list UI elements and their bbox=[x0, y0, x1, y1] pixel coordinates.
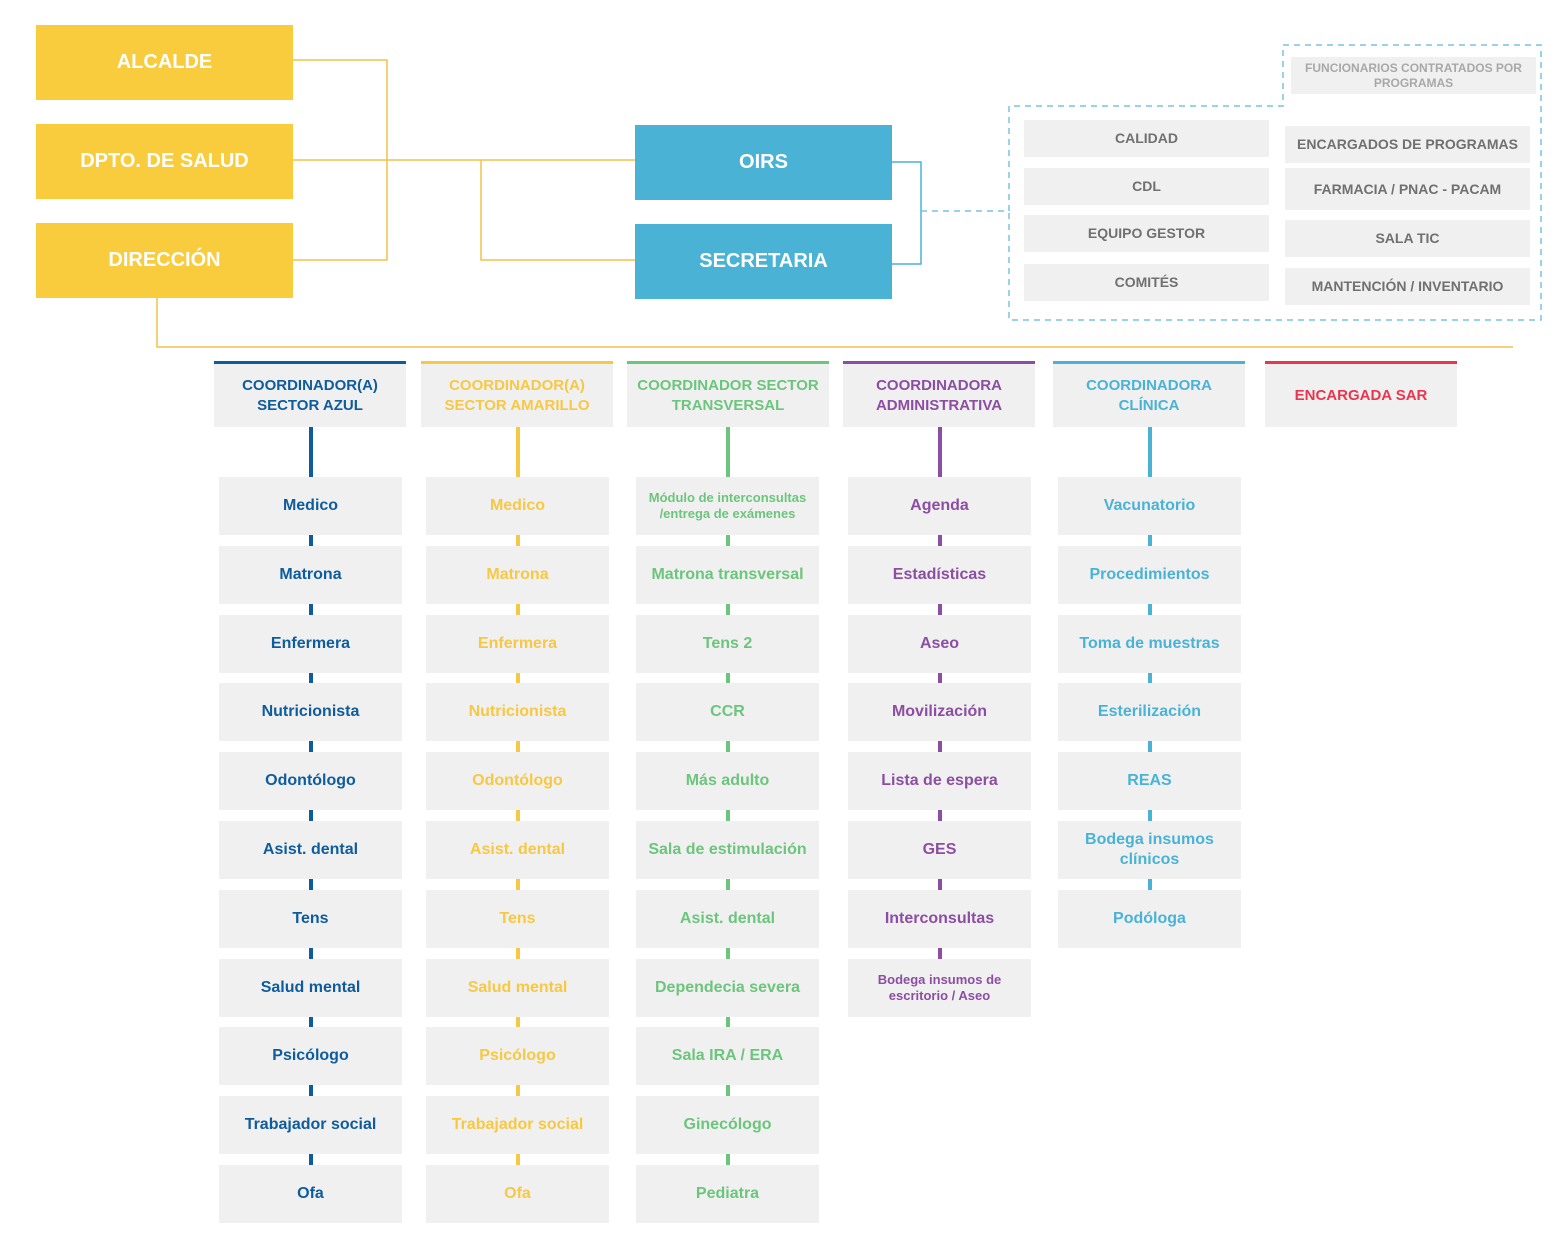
column-item: Sala IRA / ERA bbox=[636, 1027, 819, 1085]
column-item: Trabajador social bbox=[426, 1096, 609, 1154]
column-item: Podóloga bbox=[1058, 890, 1241, 948]
column-item: Agenda bbox=[848, 477, 1031, 535]
column-connector bbox=[308, 427, 313, 1194]
column-connector bbox=[515, 427, 520, 1194]
column-header: COORDINADORA ADMINISTRATIVA bbox=[843, 361, 1035, 427]
support-equipo-gestor: EQUIPO GESTOR bbox=[1024, 215, 1269, 252]
column-item: Tens bbox=[219, 890, 402, 948]
column-item: Salud mental bbox=[219, 959, 402, 1017]
column-item: Ofa bbox=[219, 1165, 402, 1223]
support-sala-tic: SALA TIC bbox=[1285, 220, 1530, 257]
column-item: Matrona bbox=[426, 546, 609, 604]
alcalde-box: ALCALDE bbox=[36, 25, 293, 100]
column-item: Nutricionista bbox=[426, 683, 609, 741]
secretaria-box: SECRETARIA bbox=[635, 224, 892, 299]
column-item: Vacunatorio bbox=[1058, 477, 1241, 535]
column-item: CCR bbox=[636, 683, 819, 741]
column-item: Odontólogo bbox=[426, 752, 609, 810]
column-item: Asist. dental bbox=[636, 890, 819, 948]
column-item: Psicólogo bbox=[426, 1027, 609, 1085]
column-item: Tens bbox=[426, 890, 609, 948]
column-item: Asist. dental bbox=[219, 821, 402, 879]
column-item: Odontólogo bbox=[219, 752, 402, 810]
support-farmacia: FARMACIA / PNAC - PACAM bbox=[1285, 168, 1530, 210]
column-item: Tens 2 bbox=[636, 615, 819, 673]
column-item: Dependecia severa bbox=[636, 959, 819, 1017]
column-item: Estadísticas bbox=[848, 546, 1031, 604]
column-item: Bodega insumos clínicos bbox=[1058, 821, 1241, 879]
column-item: Asist. dental bbox=[426, 821, 609, 879]
dpto-salud-box: DPTO. DE SALUD bbox=[36, 124, 293, 199]
column-item: Toma de muestras bbox=[1058, 615, 1241, 673]
column-header: COORDINADOR(A) SECTOR AZUL bbox=[214, 361, 406, 427]
column-item: Medico bbox=[426, 477, 609, 535]
column-item: Interconsultas bbox=[848, 890, 1031, 948]
column-item: Aseo bbox=[848, 615, 1031, 673]
column-item: Nutricionista bbox=[219, 683, 402, 741]
support-mantencion: MANTENCIÓN / INVENTARIO bbox=[1285, 268, 1530, 305]
column-item: Lista de espera bbox=[848, 752, 1031, 810]
column-header: COORDINADOR SECTOR TRANSVERSAL bbox=[627, 361, 829, 427]
column-item: REAS bbox=[1058, 752, 1241, 810]
column-item: Sala de estimulación bbox=[636, 821, 819, 879]
support-comites: COMITÉS bbox=[1024, 264, 1269, 301]
column-item: Esterilización bbox=[1058, 683, 1241, 741]
column-item: Bodega insumos de escritorio / Aseo bbox=[848, 959, 1031, 1017]
column-item: GES bbox=[848, 821, 1031, 879]
column-header: COORDINADORA CLÍNICA bbox=[1053, 361, 1245, 427]
column-item: Módulo de interconsultas /entrega de exá… bbox=[636, 477, 819, 535]
column-item: Psicólogo bbox=[219, 1027, 402, 1085]
column-connector bbox=[725, 427, 730, 1194]
column-item: Ofa bbox=[426, 1165, 609, 1223]
column-item: Medico bbox=[219, 477, 402, 535]
funcionarios-label: FUNCIONARIOS CONTRATADOS POR PROGRAMAS bbox=[1291, 57, 1536, 94]
column-header: ENCARGADA SAR bbox=[1265, 361, 1457, 427]
column-item: Trabajador social bbox=[219, 1096, 402, 1154]
column-item: Salud mental bbox=[426, 959, 609, 1017]
column-item: Matrona bbox=[219, 546, 402, 604]
column-item: Movilización bbox=[848, 683, 1031, 741]
support-encargados-programas: ENCARGADOS DE PROGRAMAS bbox=[1285, 126, 1530, 163]
column-item: Pediatra bbox=[636, 1165, 819, 1223]
column-item: Más adulto bbox=[636, 752, 819, 810]
column-item: Matrona transversal bbox=[636, 546, 819, 604]
column-item: Enfermera bbox=[426, 615, 609, 673]
column-item: Enfermera bbox=[219, 615, 402, 673]
oirs-box: OIRS bbox=[635, 125, 892, 200]
column-item: Procedimientos bbox=[1058, 546, 1241, 604]
direccion-box: DIRECCIÓN bbox=[36, 223, 293, 298]
column-item: Ginecólogo bbox=[636, 1096, 819, 1154]
support-cdl: CDL bbox=[1024, 168, 1269, 205]
column-header: COORDINADOR(A) SECTOR AMARILLO bbox=[421, 361, 613, 427]
support-calidad: CALIDAD bbox=[1024, 120, 1269, 157]
